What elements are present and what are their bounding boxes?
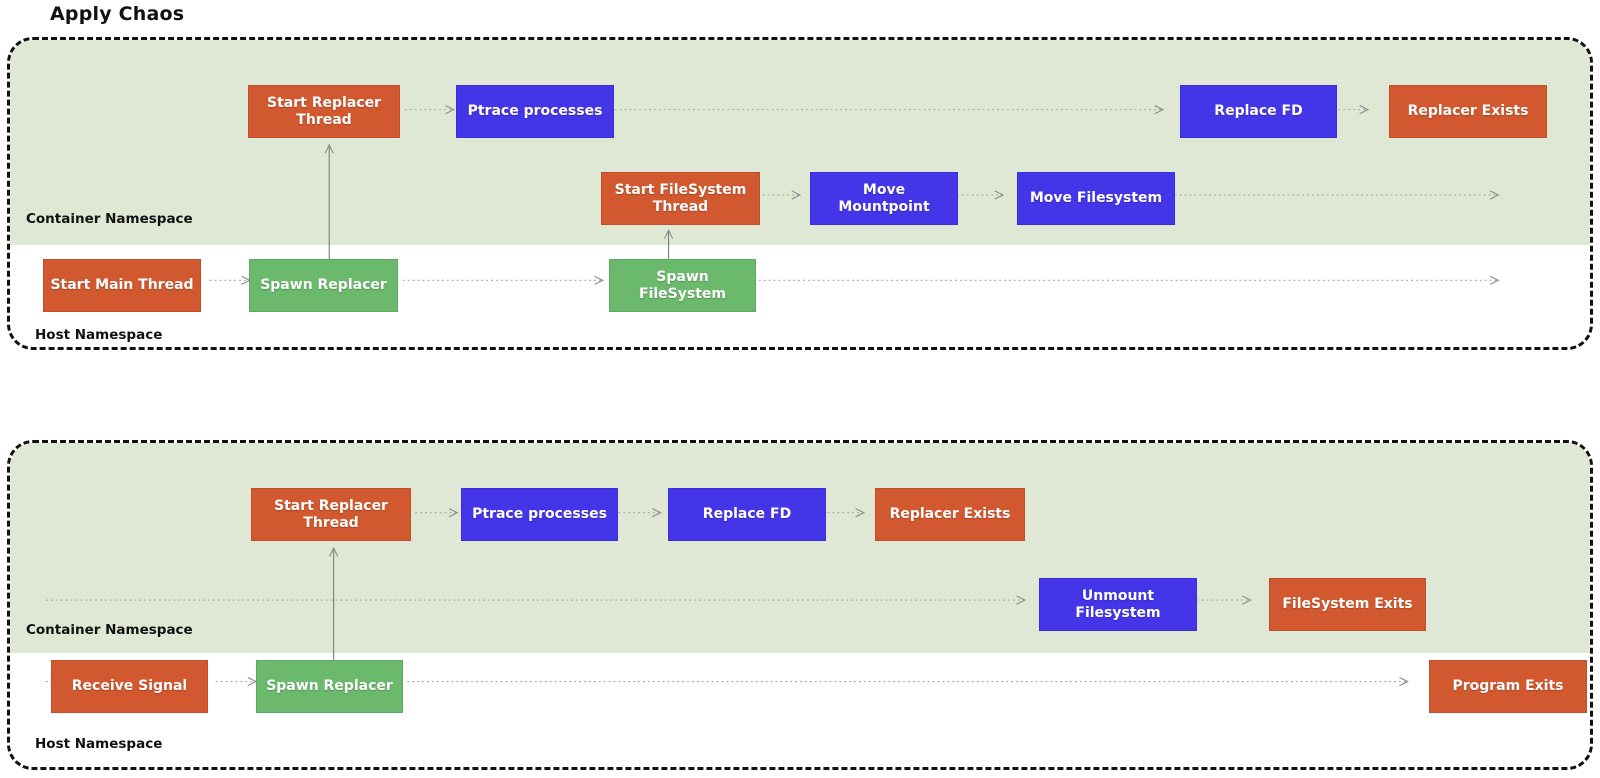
node-start-main-thread[interactable]: Start Main Thread: [43, 259, 201, 312]
host-namespace-label-2: Host Namespace: [35, 736, 163, 752]
node-unmount-filesystem[interactable]: Unmount Filesystem: [1039, 578, 1197, 631]
page-title: Apply Chaos: [50, 3, 185, 25]
node-move-filesystem[interactable]: Move Filesystem: [1017, 172, 1175, 225]
node-spawn-filesystem[interactable]: Spawn FileSystem: [609, 259, 756, 312]
node-ptrace-processes[interactable]: Ptrace processes: [461, 488, 618, 541]
container-namespace-band-1: [10, 40, 1590, 245]
node-spawn-replacer[interactable]: Spawn Replacer: [249, 259, 398, 312]
node-spawn-replacer[interactable]: Spawn Replacer: [256, 660, 403, 713]
node-ptrace-processes[interactable]: Ptrace processes: [456, 85, 614, 138]
node-program-exits[interactable]: Program Exits: [1429, 660, 1587, 713]
node-start-replacer-thread[interactable]: Start Replacer Thread: [248, 85, 400, 138]
node-filesystem-exits[interactable]: FileSystem Exits: [1269, 578, 1426, 631]
node-replacer-exists[interactable]: Replacer Exists: [875, 488, 1025, 541]
node-replace-fd[interactable]: Replace FD: [1180, 85, 1337, 138]
container-namespace-label-1: Container Namespace: [26, 211, 193, 227]
node-start-replacer-thread[interactable]: Start Replacer Thread: [251, 488, 411, 541]
node-move-mountpoint[interactable]: Move Mountpoint: [810, 172, 958, 225]
container-namespace-label-2: Container Namespace: [26, 622, 193, 638]
node-receive-signal[interactable]: Receive Signal: [51, 660, 208, 713]
node-start-filesystem-thread[interactable]: Start FileSystem Thread: [601, 172, 760, 225]
host-namespace-label-1: Host Namespace: [35, 327, 163, 343]
node-replacer-exists[interactable]: Replacer Exists: [1389, 85, 1547, 138]
apply-chaos-namespace-frame: Container Namespace Host Namespace: [7, 37, 1593, 350]
node-replace-fd[interactable]: Replace FD: [668, 488, 826, 541]
recover-chaos-namespace-frame: Container Namespace Host Namespace: [7, 440, 1593, 770]
